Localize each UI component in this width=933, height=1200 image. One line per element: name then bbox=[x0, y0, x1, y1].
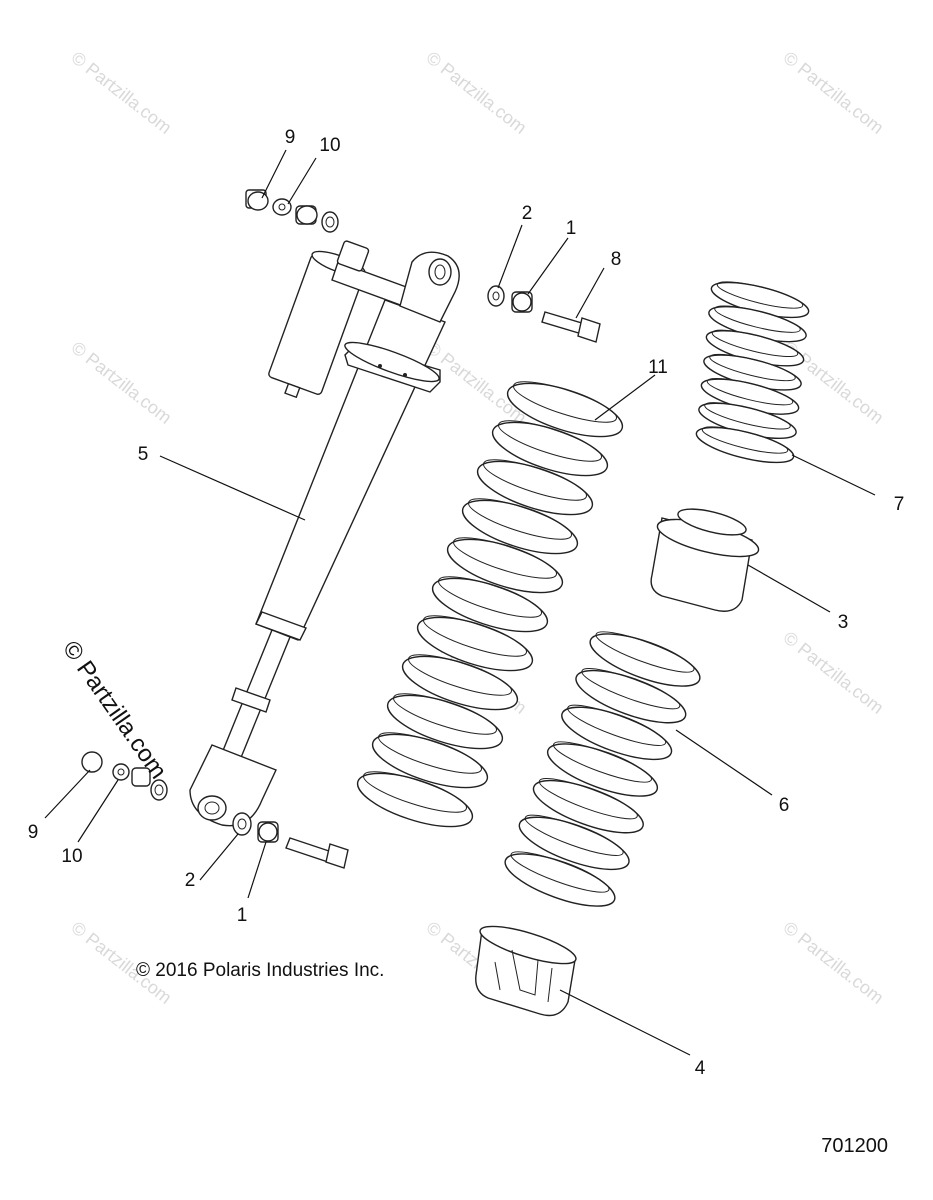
spring-coil-inner bbox=[510, 851, 610, 893]
callout-7: 7 bbox=[894, 494, 905, 515]
spring-coil-inner bbox=[393, 693, 497, 735]
secondary-spring bbox=[504, 631, 701, 907]
spring-coil-inner bbox=[716, 281, 804, 309]
spring-coil-inner bbox=[453, 537, 557, 579]
spring-adapter bbox=[650, 508, 760, 612]
main-spring bbox=[356, 381, 624, 828]
callout-1: 1 bbox=[237, 905, 248, 926]
callout-2: 2 bbox=[522, 203, 533, 224]
leader-lines bbox=[44, 149, 876, 1056]
watermark: © Partzilla.com bbox=[68, 337, 176, 427]
spring-coil-inner bbox=[378, 732, 482, 774]
spring-coil-inner bbox=[706, 377, 794, 406]
spring-coil-inner bbox=[553, 741, 652, 783]
spring-coil-inner bbox=[581, 668, 681, 710]
callout-8: 8 bbox=[611, 249, 622, 270]
callout-4: 4 bbox=[695, 1058, 706, 1079]
callout-6: 6 bbox=[779, 795, 790, 816]
spring-seat bbox=[475, 925, 577, 1017]
callout-5: 5 bbox=[138, 444, 149, 465]
spring-coil-inner bbox=[423, 615, 527, 657]
shock-absorber bbox=[189, 240, 460, 827]
spring-coil-inner bbox=[704, 402, 791, 430]
spring-coil-inner bbox=[524, 814, 624, 856]
callout-2: 2 bbox=[185, 870, 196, 891]
bottom-hardware bbox=[232, 812, 349, 869]
spring-coil-inner bbox=[711, 329, 799, 358]
callout-1: 1 bbox=[566, 218, 577, 239]
callout-11: 11 bbox=[648, 357, 668, 378]
spring-coil-inner bbox=[595, 631, 695, 673]
bottom-left-hardware bbox=[81, 751, 168, 801]
callout-3: 3 bbox=[838, 612, 849, 633]
side-watermark: © Partzilla.com bbox=[57, 636, 172, 784]
watermark: © Partzilla.com bbox=[780, 627, 888, 717]
spring-coil-inner bbox=[567, 704, 667, 746]
spring-coil-inner bbox=[701, 426, 789, 454]
watermark: © Partzilla.com bbox=[780, 47, 888, 137]
spring-coil-inner bbox=[363, 771, 467, 813]
callout-10: 10 bbox=[319, 135, 340, 156]
watermark: © Partzilla.com bbox=[423, 47, 531, 137]
top-right-hardware bbox=[487, 285, 601, 343]
callout-9: 9 bbox=[28, 822, 39, 843]
drawing-number: 701200 bbox=[821, 1135, 888, 1157]
tender-spring bbox=[695, 281, 810, 464]
spring-coil-inner bbox=[538, 778, 638, 820]
spring-coil-inner bbox=[408, 654, 512, 696]
spring-coil-inner bbox=[709, 353, 796, 382]
spring-coil-inner bbox=[483, 459, 587, 501]
spring-coil-inner bbox=[438, 576, 542, 618]
spring-coil-inner bbox=[468, 498, 572, 540]
spring-coil-inner bbox=[714, 305, 801, 333]
callout-9: 9 bbox=[285, 127, 296, 148]
watermark: © Partzilla.com bbox=[780, 917, 888, 1007]
callout-10: 10 bbox=[61, 846, 82, 867]
spring-coil-inner bbox=[498, 420, 602, 462]
spring-coil-inner bbox=[513, 381, 617, 423]
callout-numbers: 9 10 2 1 8 11 5 7 3 6 9 10 2 1 4 bbox=[28, 127, 905, 1079]
copyright-notice: © 2016 Polaris Industries Inc. bbox=[136, 960, 384, 981]
watermark: © Partzilla.com bbox=[68, 47, 176, 137]
